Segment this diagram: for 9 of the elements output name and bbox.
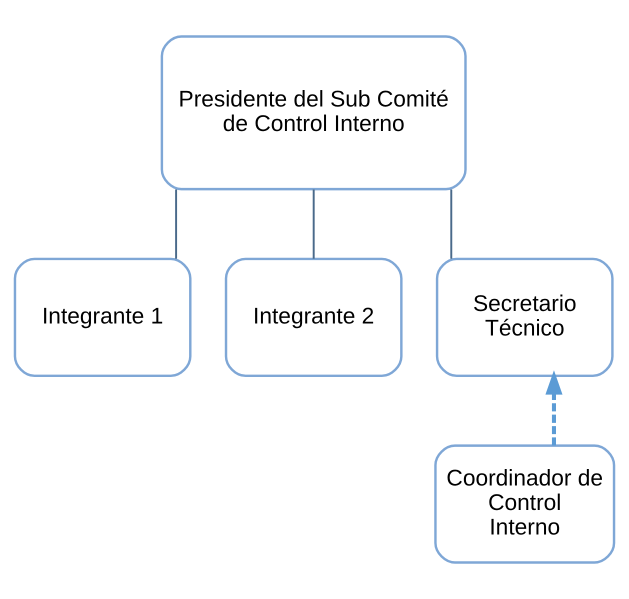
arrow [545, 370, 563, 446]
connector [450, 190, 452, 259]
node-box: Integrante 2 [224, 258, 403, 378]
node-box: Integrante 1 [14, 258, 192, 378]
node-box: Presidente del Sub Comité de Control Interno [160, 35, 467, 190]
node-box: Secretario Técnico [436, 258, 614, 378]
node-box: Coordinador de Control Interno [434, 444, 616, 564]
connector [175, 190, 178, 259]
connector [312, 190, 315, 259]
